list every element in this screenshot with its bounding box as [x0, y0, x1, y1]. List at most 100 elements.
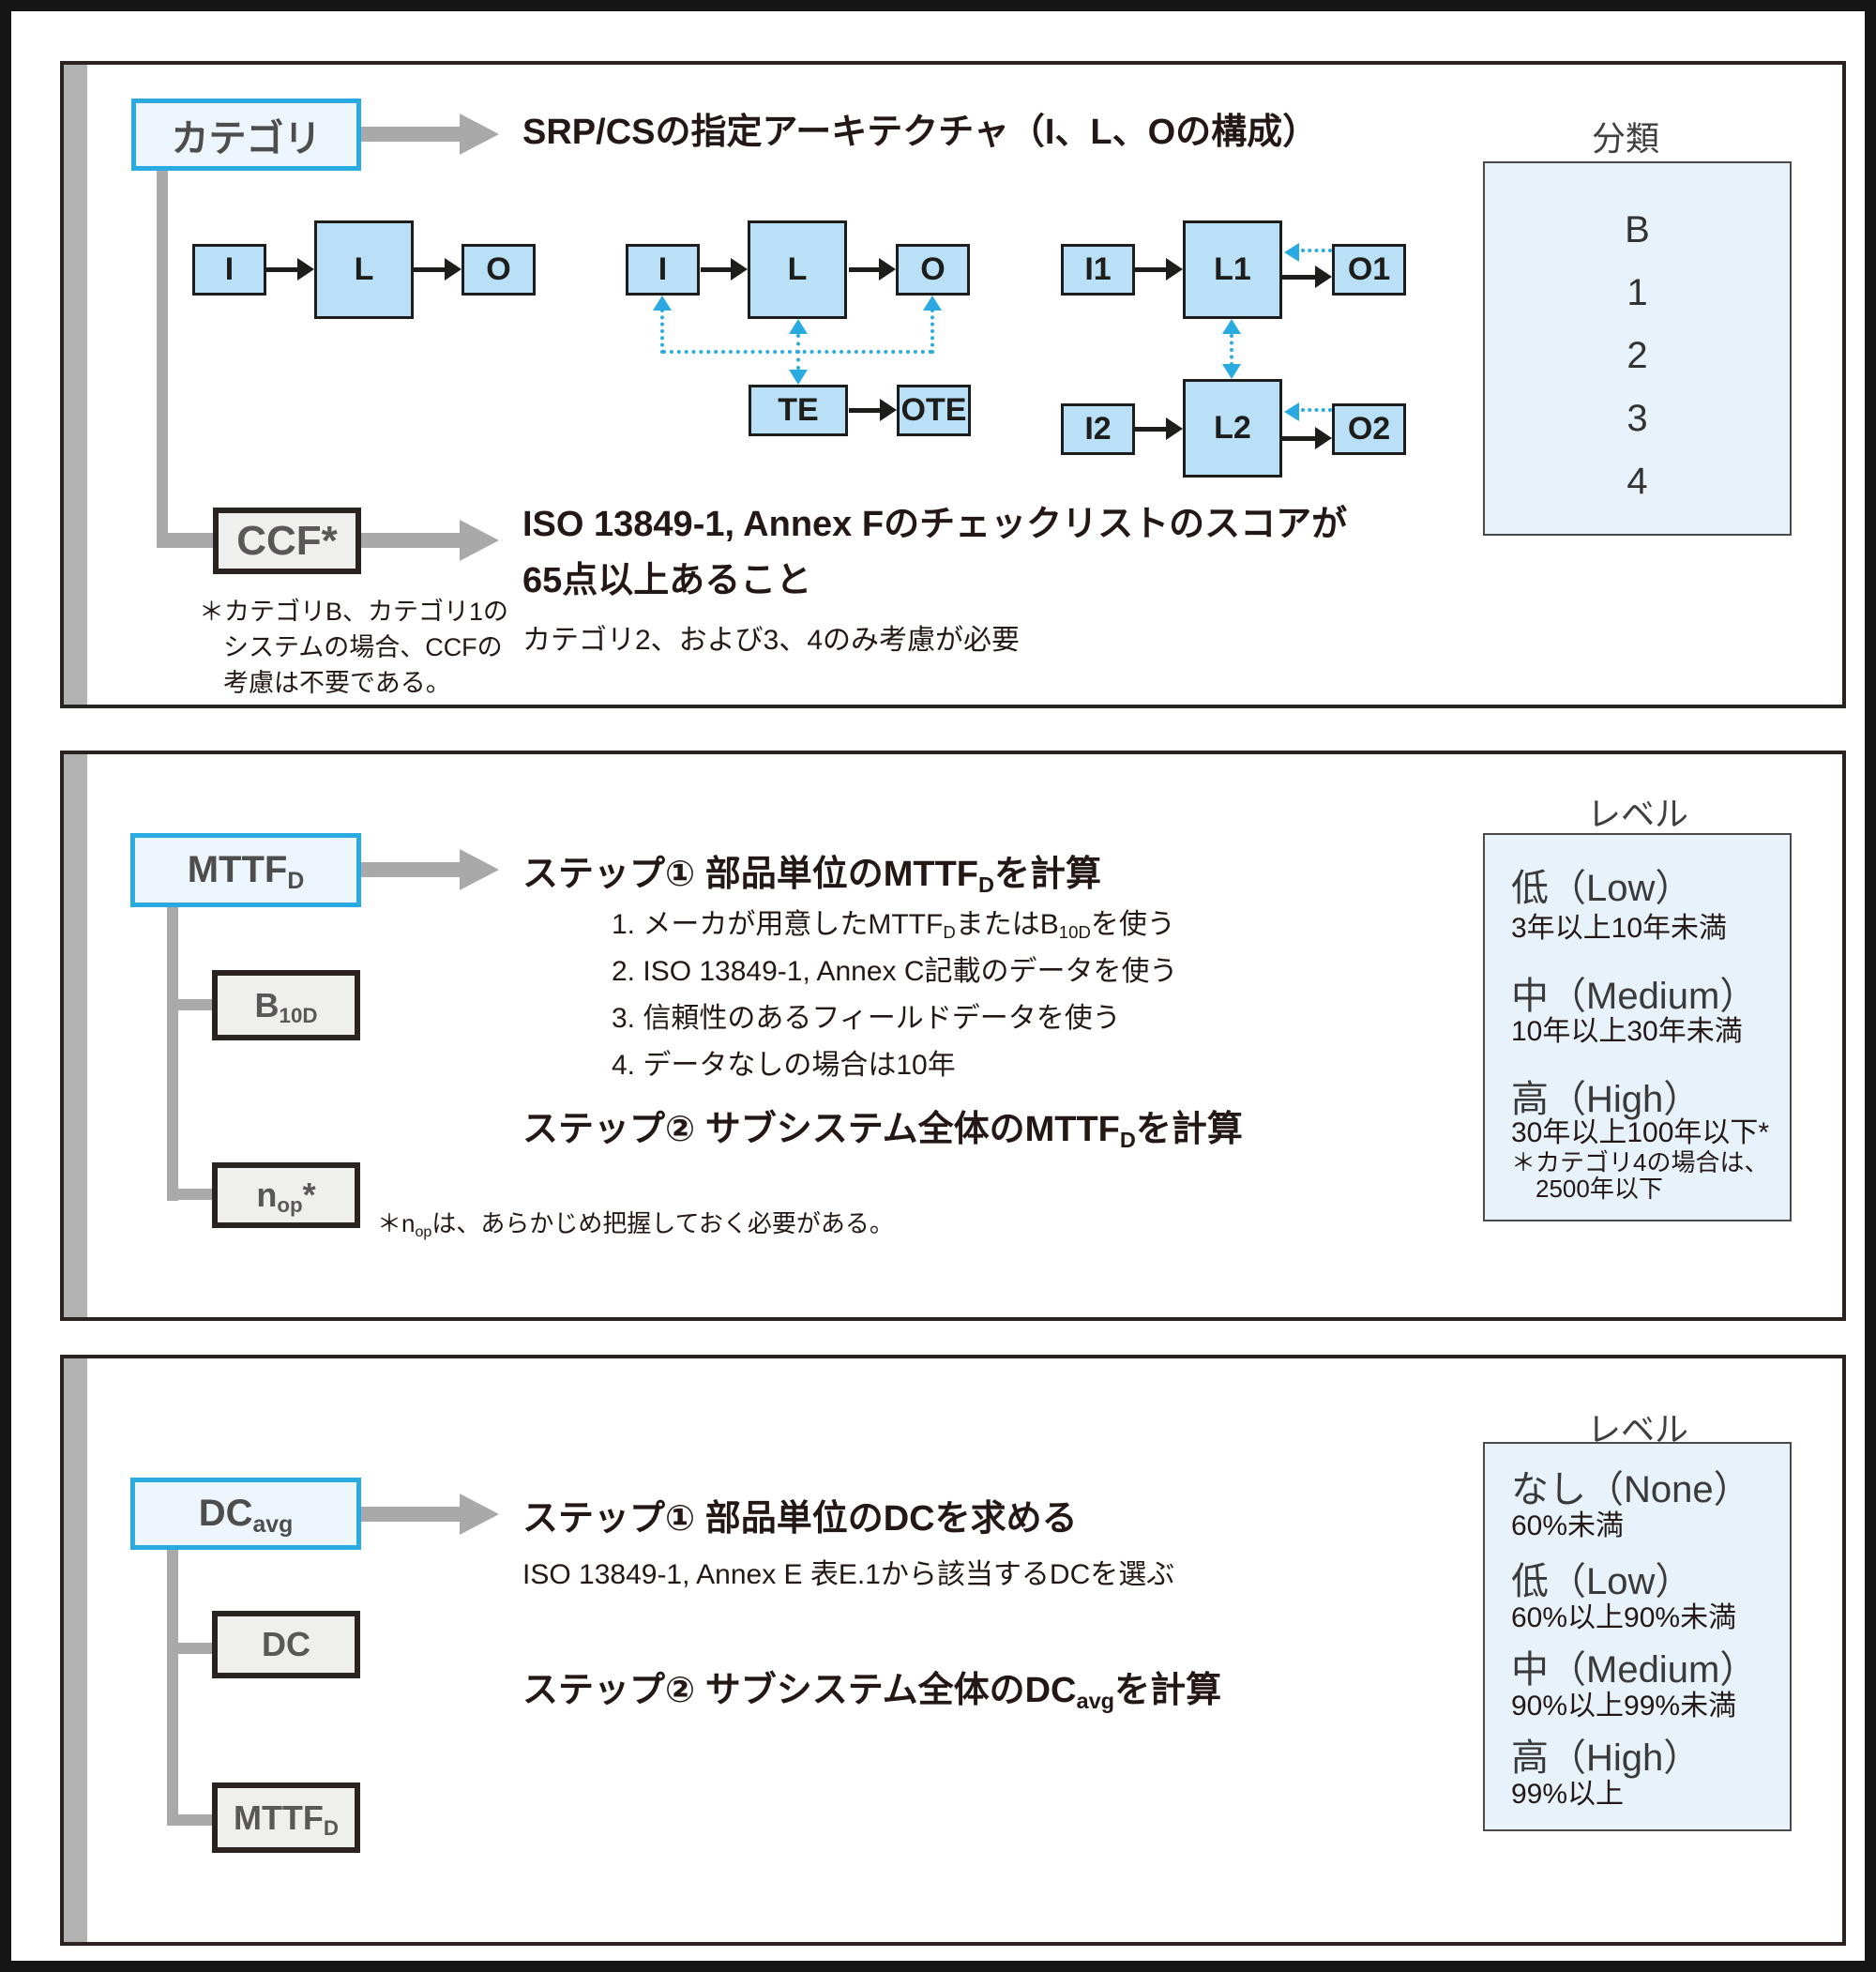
box-label: O1 [1347, 251, 1391, 287]
diagram2-box-O: O [896, 244, 970, 296]
ccf-arrow-head-icon [460, 520, 499, 561]
mttfd-step1-item: 3. 信頼性のあるフィールドデータを使う [612, 1003, 1121, 1034]
dcavg-arrow-head-icon [460, 1494, 499, 1535]
level-range: 30年以上100年以下* [1511, 1117, 1770, 1148]
ccf-heading-line1: ISO 13849-1, Annex Fのチェックリストのスコアが [522, 505, 1348, 544]
diagram1-box-I: I [192, 244, 266, 296]
flow-arrow-icon [266, 258, 314, 281]
classification-box: B 1 2 3 4 [1483, 161, 1792, 536]
test-line [660, 309, 664, 354]
mttfd-step1-heading: ステップ① 部品単位のMTTFDを計算 [522, 855, 1102, 897]
ccf-note: カテゴリ2、および3、4のみ考慮が必要 [522, 625, 1021, 656]
flow-arrow-icon [1135, 258, 1183, 281]
dcavg-tree-line [167, 1550, 178, 1820]
test-line [930, 309, 934, 354]
category-ccf-connector-line [157, 171, 168, 548]
box-label: I1 [1084, 251, 1112, 287]
mttfd-level-box: 低（Low） 3年以上10年未満 中（Medium） 10年以上30年未満 高（… [1483, 833, 1792, 1221]
diagram3-box-O1: O1 [1332, 244, 1406, 296]
diagram1-box-O: O [461, 244, 536, 296]
architecture-heading: SRP/CSの指定アーキテクチャ（I、L、Oの構成） [522, 113, 1319, 152]
mttfd-step1-item: 2. ISO 13849-1, Annex C記載のデータを使う [612, 956, 1178, 987]
flow-arrow-icon [849, 399, 897, 421]
ccf-heading-line2: 65点以上あること [522, 561, 812, 600]
box-label: I2 [1084, 411, 1112, 447]
category-arrow-head-icon [460, 114, 499, 155]
nop-node-box: nop* [212, 1162, 360, 1228]
flow-arrow-icon [701, 258, 748, 281]
level-name: 高（High） [1511, 1737, 1702, 1779]
level-range: 3年以上10年未満 [1511, 913, 1728, 944]
category-node-label: カテゴリ [171, 117, 322, 159]
level-name: 低（Low） [1511, 1561, 1693, 1602]
diagram2-box-TE: TE [749, 385, 848, 436]
dcavg-tree-stub [167, 1643, 213, 1654]
box-label: L [787, 251, 808, 287]
diagram3-box-L2: L2 [1183, 379, 1282, 478]
test-arrow-down-icon [789, 370, 808, 385]
classification-label: 分類 [1592, 119, 1660, 158]
box-label: O [486, 251, 511, 287]
level-name: 低（Low） [1511, 868, 1693, 909]
level-range: 10年以上30年未満 [1511, 1016, 1743, 1047]
mttfd-node-box: MTTFD [130, 833, 361, 907]
level-name: 中（Medium） [1511, 976, 1758, 1017]
dcavg-node-box: DCavg [130, 1478, 361, 1550]
dcavg-arrow-shaft [361, 1507, 460, 1522]
diagram1-box-L: L [314, 220, 414, 319]
category-arrow-shaft [361, 127, 460, 142]
mttfd-child-node-box: MTTFD [212, 1782, 360, 1853]
box-label: O2 [1347, 411, 1391, 447]
dcavg-step1-heading: ステップ① 部品単位のDCを求める [522, 1499, 1078, 1539]
box-label: L1 [1214, 251, 1251, 287]
mttfd-tree-stub [167, 1189, 213, 1200]
box-label: I [658, 251, 668, 287]
dcavg-step2-heading: ステップ② サブシステム全体のDCavgを計算 [522, 1671, 1222, 1713]
dcavg-tree-stub [167, 1814, 213, 1826]
dcavg-step1-note: ISO 13849-1, Annex E 表E.1から該当するDCを選ぶ [522, 1559, 1175, 1590]
diagram3-box-L1: L1 [1183, 220, 1282, 319]
level-name: 中（Medium） [1511, 1649, 1758, 1691]
ccf-footnote-line1: ＊カテゴリB、カテゴリ1の [199, 598, 509, 626]
flow-arrow-icon [414, 258, 461, 281]
flow-arrow-icon [849, 258, 896, 281]
diagram3-box-O2: O2 [1332, 403, 1406, 455]
cross-monitor-arrow-up-icon [1222, 319, 1241, 334]
category-node-box: カテゴリ [131, 99, 361, 171]
classification-value: 1 [1626, 272, 1648, 313]
ccf-footnote-line3: 考慮は不要である。 [223, 669, 451, 697]
mttfd-arrow-head-icon [460, 849, 499, 890]
diagram2-box-I: I [626, 244, 700, 296]
ccf-node-label: CCF* [236, 517, 338, 564]
test-line [796, 334, 800, 370]
level-name: なし（None） [1511, 1469, 1751, 1510]
box-label: L [354, 251, 374, 287]
test-arrow-up-icon [789, 319, 808, 334]
ccf-footnote-line2: システムの場合、CCFの [223, 633, 503, 661]
mttfd-node-label: MTTFD [187, 849, 305, 894]
panel-left-bar [64, 1358, 87, 1942]
panel-dcavg: DCavg ステップ① 部品単位のDCを求める ISO 13849-1, Ann… [60, 1355, 1846, 1946]
classification-value: 2 [1626, 335, 1648, 376]
level-range: 99%以上 [1511, 1779, 1625, 1810]
level-name: 高（High） [1511, 1079, 1702, 1120]
panel-category: カテゴリ SRP/CSの指定アーキテクチャ（I、L、Oの構成） 分類 B 1 2… [60, 61, 1846, 708]
monitor-line [1301, 249, 1332, 252]
panel-mttfd: MTTFD ステップ① 部品単位のMTTFDを計算 1. メーカが用意したMTT… [60, 751, 1846, 1321]
diagram3-box-I1: I1 [1061, 244, 1135, 296]
flow-arrow-icon [1282, 427, 1332, 449]
level-range: 60%以上90%未満 [1511, 1602, 1737, 1633]
nop-node-label: nop* [256, 1176, 316, 1218]
box-label: I [224, 251, 234, 287]
box-label: O [920, 251, 946, 287]
panel-left-bar [64, 65, 87, 705]
cross-monitor-line [1230, 334, 1233, 366]
level-range: 90%以上99%未満 [1511, 1691, 1737, 1722]
box-label: OTE [900, 392, 967, 428]
diagram2-box-OTE: OTE [897, 385, 971, 436]
level-range: 60%未満 [1511, 1510, 1625, 1541]
mttfd-step1-item: 4. データなしの場合は10年 [612, 1050, 956, 1081]
dcavg-level-box: なし（None） 60%未満 低（Low） 60%以上90%未満 中（Mediu… [1483, 1442, 1792, 1831]
diagram2-box-L: L [748, 220, 847, 319]
